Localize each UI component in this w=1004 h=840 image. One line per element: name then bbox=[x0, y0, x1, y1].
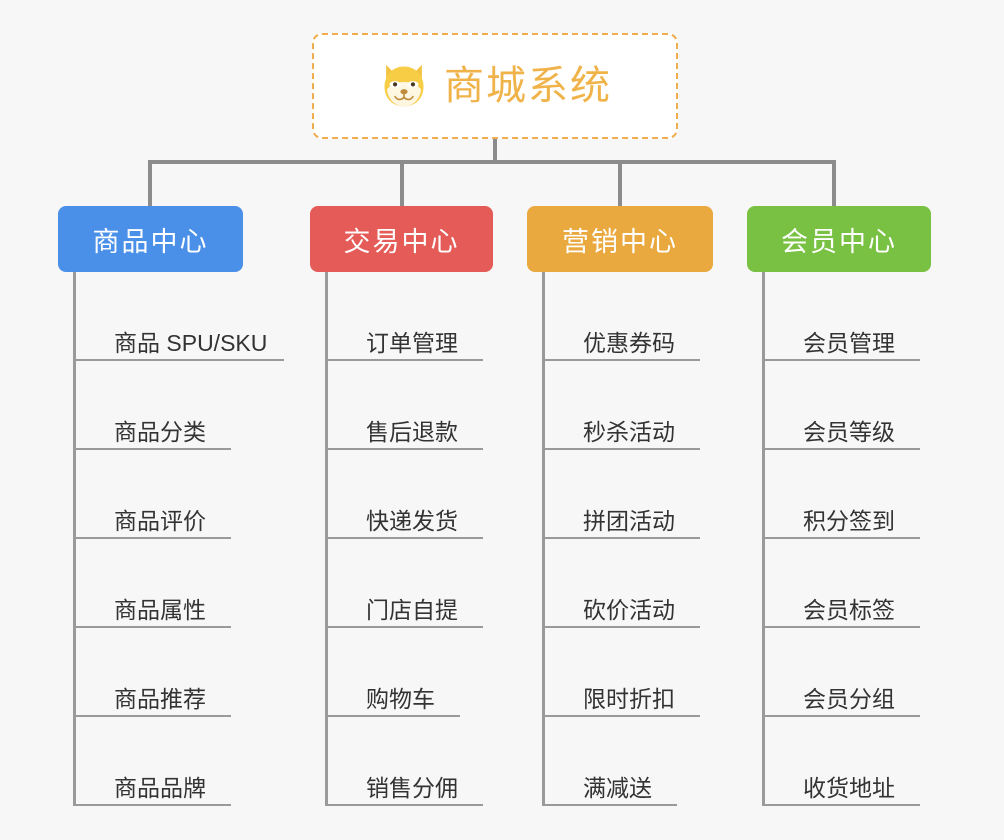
connector-drop-product-center bbox=[148, 160, 152, 208]
branch-marketing-center: 营销中心 优惠券码 秒杀活动 拼团活动 砍价活动 限时折扣 满减送 bbox=[527, 206, 750, 806]
list-item-label: 会员等级 bbox=[803, 419, 895, 445]
list-item[interactable]: 商品属性 bbox=[76, 539, 281, 628]
list-item-label: 商品推荐 bbox=[114, 686, 206, 712]
list-item-label: 售后退款 bbox=[366, 419, 458, 445]
branch-header-marketing-center[interactable]: 营销中心 bbox=[527, 206, 713, 272]
list-item[interactable]: 会员分组 bbox=[765, 628, 970, 717]
list-item[interactable]: 商品品牌 bbox=[76, 717, 281, 806]
list-item-label: 商品属性 bbox=[114, 597, 206, 623]
list-item-label: 商品品牌 bbox=[114, 775, 206, 801]
list-item[interactable]: 订单管理 bbox=[328, 272, 533, 361]
list-item-label: 满减送 bbox=[583, 775, 652, 801]
list-item[interactable]: 快递发货 bbox=[328, 450, 533, 539]
branch-header-product-center[interactable]: 商品中心 bbox=[58, 206, 243, 272]
list-item-label: 秒杀活动 bbox=[583, 419, 675, 445]
connector-drop-trade-center bbox=[400, 160, 404, 208]
connector-root-stem bbox=[493, 139, 497, 163]
list-item-label: 订单管理 bbox=[366, 330, 458, 356]
list-item[interactable]: 商品 SPU/SKU bbox=[76, 272, 284, 361]
branch-items-marketing-center: 优惠券码 秒杀活动 拼团活动 砍价活动 限时折扣 满减送 bbox=[542, 272, 750, 806]
branch-member-center: 会员中心 会员管理 会员等级 积分签到 会员标签 会员分组 收货地址 bbox=[747, 206, 970, 806]
branch-items-product-center: 商品 SPU/SKU 商品分类 商品评价 商品属性 商品推荐 商品品牌 bbox=[73, 272, 284, 806]
list-item[interactable]: 会员等级 bbox=[765, 361, 970, 450]
list-item[interactable]: 优惠券码 bbox=[545, 272, 750, 361]
list-item-label: 会员管理 bbox=[803, 330, 895, 356]
list-item[interactable]: 售后退款 bbox=[328, 361, 533, 450]
list-item[interactable]: 商品推荐 bbox=[76, 628, 281, 717]
list-item[interactable]: 拼团活动 bbox=[545, 450, 750, 539]
list-item[interactable]: 销售分佣 bbox=[328, 717, 533, 806]
list-item-label: 商品分类 bbox=[114, 419, 206, 445]
list-item[interactable]: 商品评价 bbox=[76, 450, 281, 539]
list-item-label: 会员分组 bbox=[803, 686, 895, 712]
root-node[interactable]: 商城系统 bbox=[312, 33, 678, 139]
list-item[interactable]: 门店自提 bbox=[328, 539, 533, 628]
list-item[interactable]: 购物车 bbox=[328, 628, 533, 717]
list-item-label: 收货地址 bbox=[803, 775, 895, 801]
shiba-inu-dog-face-icon bbox=[384, 64, 424, 107]
list-item[interactable]: 收货地址 bbox=[765, 717, 970, 806]
connector-horizontal-bus bbox=[148, 160, 836, 164]
list-item[interactable]: 商品分类 bbox=[76, 361, 281, 450]
list-item[interactable]: 积分签到 bbox=[765, 450, 970, 539]
root-title: 商城系统 bbox=[444, 64, 612, 108]
list-item-label: 购物车 bbox=[366, 686, 435, 712]
list-item[interactable]: 砍价活动 bbox=[545, 539, 750, 628]
list-item-label: 优惠券码 bbox=[583, 330, 675, 356]
list-item-label: 商品 SPU/SKU bbox=[114, 330, 268, 356]
branch-product-center: 商品中心 商品 SPU/SKU 商品分类 商品评价 商品属性 商品推荐 商品品牌 bbox=[58, 206, 284, 806]
branch-header-member-center[interactable]: 会员中心 bbox=[747, 206, 931, 272]
list-item[interactable]: 满减送 bbox=[545, 717, 750, 806]
list-item-label: 商品评价 bbox=[114, 508, 206, 534]
list-item-label: 限时折扣 bbox=[583, 686, 675, 712]
list-item-label: 拼团活动 bbox=[583, 508, 675, 534]
list-item-label: 门店自提 bbox=[366, 597, 458, 623]
list-item[interactable]: 会员管理 bbox=[765, 272, 970, 361]
branch-header-trade-center[interactable]: 交易中心 bbox=[310, 206, 493, 272]
list-item-label: 积分签到 bbox=[803, 508, 895, 534]
connector-drop-marketing-center bbox=[618, 160, 622, 208]
connector-drop-member-center bbox=[832, 160, 836, 208]
branch-trade-center: 交易中心 订单管理 售后退款 快递发货 门店自提 购物车 销售分佣 bbox=[310, 206, 533, 806]
list-item[interactable]: 会员标签 bbox=[765, 539, 970, 628]
branch-items-member-center: 会员管理 会员等级 积分签到 会员标签 会员分组 收货地址 bbox=[762, 272, 970, 806]
list-item[interactable]: 限时折扣 bbox=[545, 628, 750, 717]
list-item-label: 快递发货 bbox=[366, 508, 458, 534]
list-item[interactable]: 秒杀活动 bbox=[545, 361, 750, 450]
list-item-label: 会员标签 bbox=[803, 597, 895, 623]
list-item-label: 砍价活动 bbox=[583, 597, 675, 623]
list-item-label: 销售分佣 bbox=[366, 775, 458, 801]
branch-items-trade-center: 订单管理 售后退款 快递发货 门店自提 购物车 销售分佣 bbox=[325, 272, 533, 806]
